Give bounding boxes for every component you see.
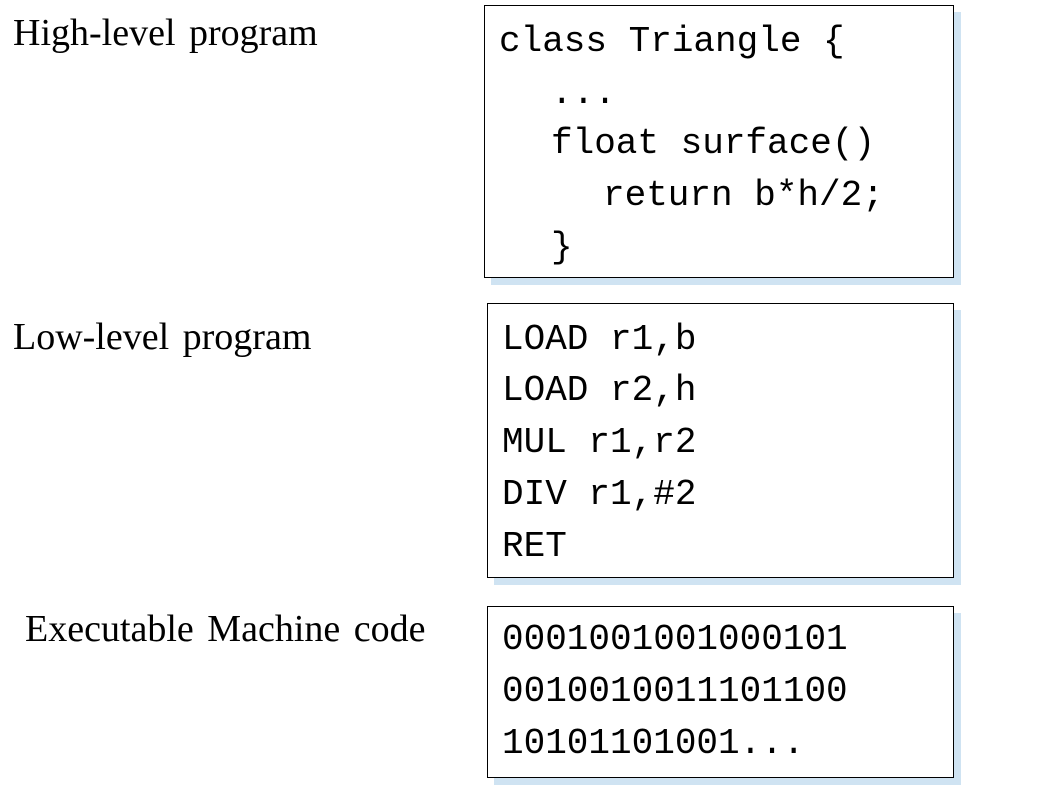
code-line: LOAD r2,h (502, 370, 697, 411)
code-line: 10101101001... (502, 723, 805, 764)
high-level-code-box: class Triangle { ... float surface() ret… (484, 5, 954, 278)
code-line: RET (502, 526, 567, 567)
code-line: MUL r1,r2 (502, 422, 697, 463)
machine-code-label: Executable Machine code (25, 608, 426, 650)
code-line: class Triangle { (499, 21, 845, 62)
code-line: DIV r1,#2 (502, 474, 697, 515)
code-line: 0001001001000101 (502, 619, 848, 660)
code-line: 0010010011101100 (502, 671, 848, 712)
code-line: return b*h/2; (603, 175, 884, 216)
code-line: ... (551, 73, 616, 114)
machine-code-box: 0001001001000101 0010010011101100 101011… (487, 606, 954, 778)
low-level-program-label: Low-level program (13, 316, 312, 358)
code-line: float surface() (551, 123, 876, 164)
code-line: LOAD r1,b (502, 319, 697, 360)
code-line: } (551, 227, 573, 268)
low-level-code-box: LOAD r1,b LOAD r2,h MUL r1,r2 DIV r1,#2 … (487, 303, 954, 578)
high-level-program-label: High-level program (13, 12, 318, 54)
